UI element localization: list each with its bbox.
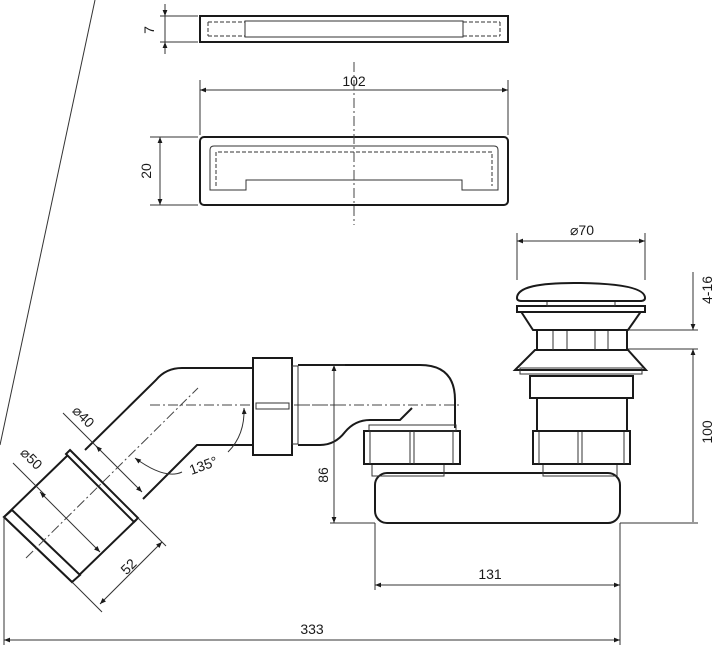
cover-top-view: 102 20 (138, 62, 509, 225)
dim-trap-height: 86 (315, 467, 331, 483)
dim-plug-lift: 4-16 (699, 276, 715, 304)
angled-outlet-pipe: 135° ⌀40 ⌀50 52 (0, 0, 340, 613)
dim-cover-thickness: 7 (141, 26, 157, 34)
dim-overall-length: 333 (300, 621, 324, 637)
dim-cover-length: 102 (342, 73, 366, 89)
overflow-pipe (252, 357, 460, 456)
dim-plug-diameter: ⌀70 (570, 222, 594, 238)
dim-pipe-diameter: ⌀40 (69, 402, 97, 430)
dim-cover-width: 20 (138, 163, 154, 179)
bottom-dimensions: 86 131 333 (3, 364, 621, 645)
dim-waste-height: 100 (699, 420, 715, 444)
dim-outlet-length: 52 (117, 555, 139, 577)
dim-outlet-diameter: ⌀50 (17, 444, 45, 472)
dim-trap-spacing: 131 (478, 566, 502, 582)
dim-outlet-angle: 135° (187, 453, 220, 478)
cover-side-view: 7 (141, 4, 509, 54)
waste-trap (363, 281, 649, 524)
right-dimensions: ⌀70 4-16 100 (516, 222, 715, 524)
